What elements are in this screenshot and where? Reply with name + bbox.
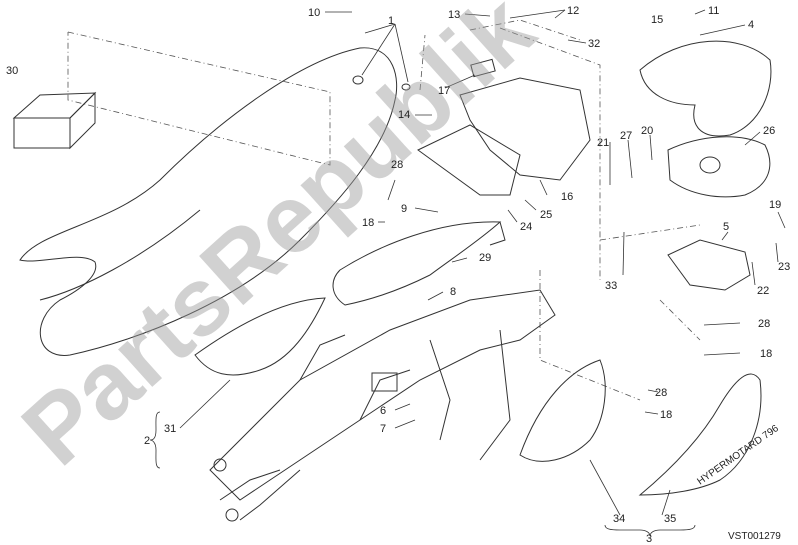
watermark: PartsRepublik bbox=[2, 0, 554, 486]
callout-10: 10 bbox=[308, 7, 320, 19]
callout-22: 22 bbox=[757, 285, 769, 297]
callout-18-right: 18 bbox=[760, 348, 772, 360]
part-15-rear-cowl bbox=[639, 40, 772, 137]
part-26-tail-light bbox=[667, 136, 771, 198]
callout-12: 12 bbox=[567, 5, 579, 17]
callout-18-low: 18 bbox=[660, 409, 672, 421]
callout-1: 1 bbox=[388, 15, 394, 27]
callout-13: 13 bbox=[448, 9, 460, 21]
callout-2: 2 bbox=[144, 435, 150, 447]
callout-15: 15 bbox=[651, 14, 663, 26]
callout-7: 7 bbox=[380, 423, 386, 435]
callout-24: 24 bbox=[520, 221, 532, 233]
callout-11: 11 bbox=[708, 5, 719, 17]
callout-19: 19 bbox=[769, 199, 781, 211]
callout-28-low: 28 bbox=[655, 387, 667, 399]
callout-23: 23 bbox=[778, 261, 790, 273]
callout-35: 35 bbox=[664, 513, 676, 525]
part-5-bracket bbox=[667, 239, 751, 291]
callout-5: 5 bbox=[723, 221, 729, 233]
drawing-code: VST001279 bbox=[728, 531, 781, 542]
callout-8: 8 bbox=[450, 286, 456, 298]
callout-25: 25 bbox=[540, 209, 552, 221]
seat-support-plate bbox=[332, 221, 506, 306]
assembly-guide-lines bbox=[67, 19, 701, 401]
callout-33: 33 bbox=[605, 280, 617, 292]
callout-26: 26 bbox=[763, 125, 775, 137]
leader-lines bbox=[149, 9, 786, 537]
part-34-side-panel bbox=[519, 359, 606, 462]
part-31-side-panel bbox=[194, 297, 326, 376]
callout-9: 9 bbox=[401, 203, 407, 215]
callout-20: 20 bbox=[641, 125, 653, 137]
callout-18-mid: 18 bbox=[362, 217, 374, 229]
callout-6: 6 bbox=[380, 405, 386, 417]
callout-34: 34 bbox=[613, 513, 625, 525]
callout-29: 29 bbox=[479, 252, 491, 264]
callout-labels: 10 1 13 12 11 15 4 32 30 17 14 26 20 27 … bbox=[6, 5, 790, 545]
callout-14: 14 bbox=[398, 109, 410, 121]
callout-17: 17 bbox=[438, 85, 450, 97]
callout-27: 27 bbox=[620, 130, 632, 142]
tail-script-text: HYPERMOTARD 796 bbox=[695, 423, 781, 488]
callout-28-top: 28 bbox=[391, 159, 403, 171]
callout-4: 4 bbox=[748, 19, 754, 31]
rear-subframe bbox=[209, 289, 556, 522]
callout-16: 16 bbox=[561, 191, 573, 203]
callout-28-right: 28 bbox=[758, 318, 770, 330]
callout-21: 21 bbox=[597, 137, 609, 149]
seat bbox=[19, 47, 411, 356]
part-30-box bbox=[12, 91, 97, 150]
callout-3: 3 bbox=[646, 533, 652, 545]
callout-32: 32 bbox=[588, 38, 600, 50]
callout-30: 30 bbox=[6, 65, 18, 77]
rear-bracket-assembly bbox=[417, 58, 591, 196]
callout-31: 31 bbox=[164, 423, 176, 435]
